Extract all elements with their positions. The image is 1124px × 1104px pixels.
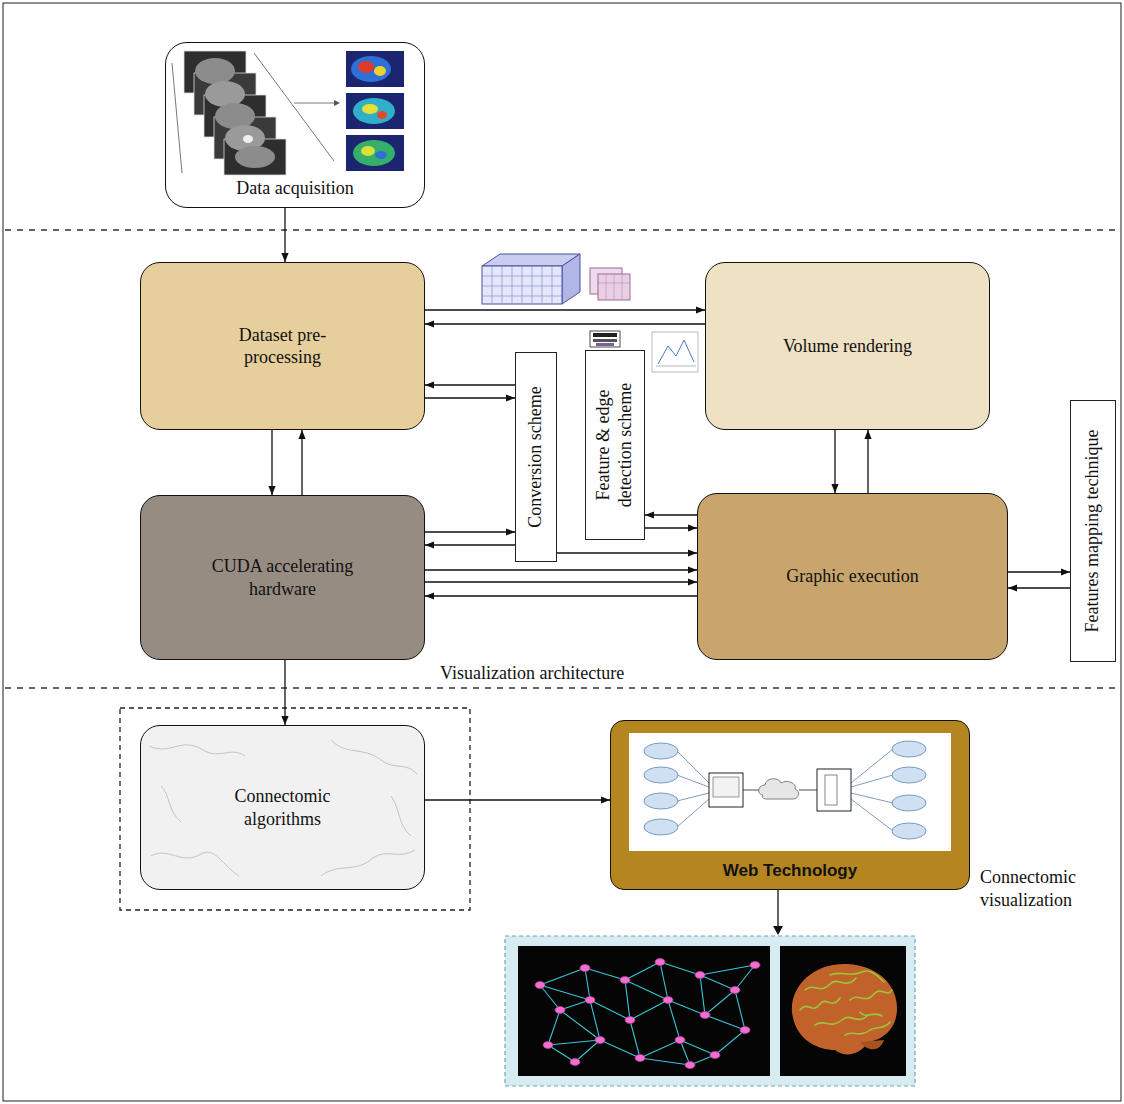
- web-box: Web Technology: [610, 720, 970, 890]
- connector-arrow: [645, 527, 697, 528]
- acquisition-box: Data acquisition: [165, 42, 425, 208]
- connector-arrow: [284, 208, 285, 262]
- section-label: Connectomic visualization: [980, 866, 1108, 911]
- node-text: Web Technology: [723, 860, 857, 881]
- connector-arrow: [425, 569, 697, 570]
- connector-arrow: [425, 544, 515, 545]
- connector-arrow: [425, 581, 697, 582]
- algorithm-box: Connectomic algorithms: [140, 725, 425, 890]
- connector-arrow: [645, 514, 697, 515]
- node-text: CUDA accelerating hardware: [183, 555, 383, 600]
- node-text: Graphic execution: [786, 565, 918, 588]
- technique-box: Features mapping technique: [1070, 400, 1116, 662]
- web-illustration: [611, 721, 968, 861]
- connector-arrow: [867, 430, 868, 493]
- scheme-box: Feature & edge detection scheme: [585, 350, 645, 540]
- process-box: Graphic execution: [697, 493, 1008, 660]
- mri-illustration: [166, 43, 423, 181]
- connector-arrow: [271, 430, 272, 495]
- connector-arrow: [1008, 571, 1070, 572]
- process-box: Volume rendering: [705, 262, 990, 430]
- node-text: Volume rendering: [783, 335, 912, 358]
- node-text: Conversion scheme: [525, 359, 547, 555]
- connector-arrow: [425, 397, 515, 398]
- connector-arrow: [301, 430, 302, 495]
- node-text: Data acquisition: [236, 177, 353, 200]
- process-box: Dataset pre-processing: [140, 262, 425, 430]
- scheme-box: Conversion scheme: [515, 352, 557, 562]
- connector-arrow: [425, 595, 697, 596]
- connector-arrow: [425, 531, 515, 532]
- node-text: Features mapping technique: [1082, 407, 1104, 655]
- section-label: Visualization architecture: [440, 662, 624, 685]
- connector-arrow: [425, 384, 515, 385]
- node-text: Feature & edge detection scheme: [593, 357, 636, 533]
- connector-arrow: [425, 309, 705, 310]
- connector-arrow: [425, 323, 705, 324]
- hardware-box: CUDA accelerating hardware: [140, 495, 425, 660]
- marble-texture: [141, 726, 423, 888]
- connector-arrow: [425, 799, 610, 800]
- connector-arrow: [1008, 587, 1070, 588]
- node-text: Dataset pre-processing: [203, 324, 363, 369]
- connector-arrow: [834, 430, 835, 493]
- node-text: Connectomic algorithms: [213, 785, 353, 830]
- connector-arrow: [557, 552, 697, 553]
- connector-arrow: [284, 660, 285, 725]
